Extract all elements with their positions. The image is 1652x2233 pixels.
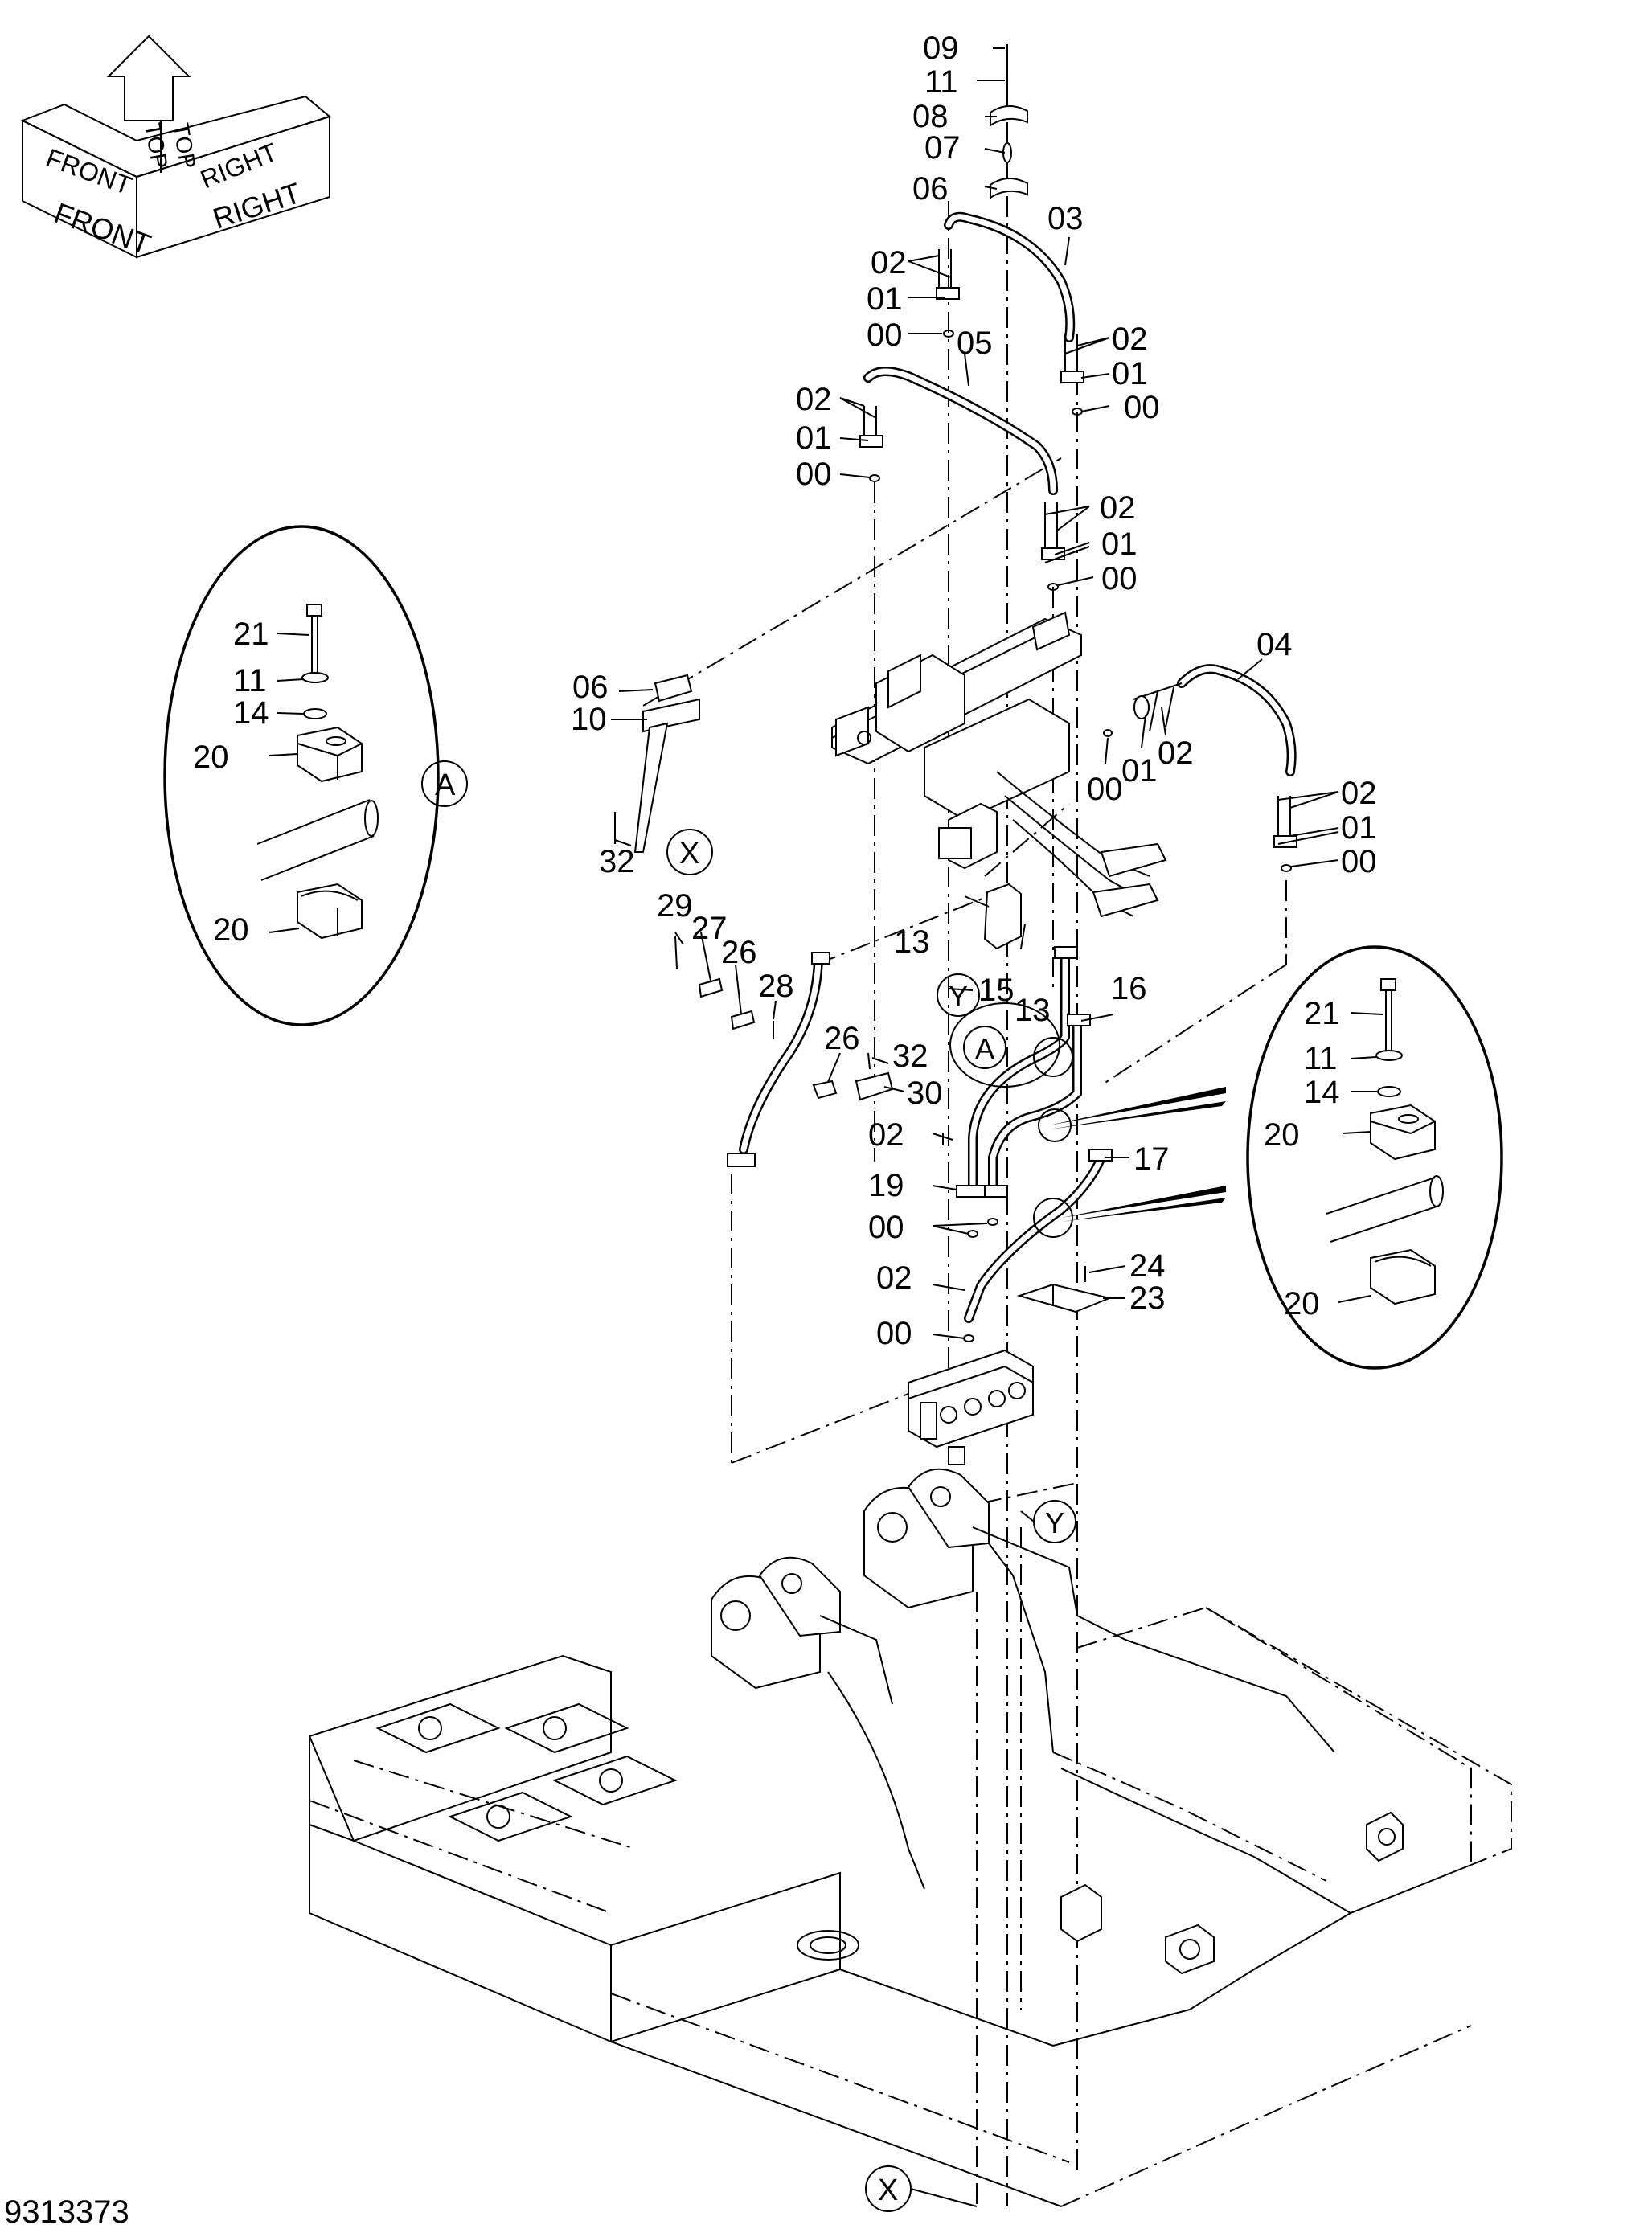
top-hoses	[839, 44, 1110, 591]
label-02-h: 02	[876, 1260, 912, 1296]
label-17: 17	[1133, 1141, 1170, 1177]
label-detail-a-20-upper: 20	[193, 740, 229, 775]
label-00-d: 00	[1101, 561, 1138, 596]
flange-set-c	[859, 406, 883, 482]
bracket-23-24	[932, 1265, 1126, 1342]
tube-assembly: Y A	[932, 883, 1129, 1323]
label-06-top: 06	[912, 171, 949, 207]
label-02-c: 02	[796, 382, 832, 417]
label-detail-a-21: 21	[233, 617, 269, 652]
orientation-front-mirror: FRONT	[43, 143, 136, 201]
label-01-d: 01	[1101, 526, 1138, 562]
label-15: 15	[978, 973, 1015, 1008]
label-08: 08	[912, 99, 949, 134]
label-10: 10	[571, 702, 607, 737]
callout-x-top: X	[679, 837, 699, 871]
label-detail-right-21: 21	[1304, 996, 1340, 1031]
detail-right-clamp: 21 11 14 20 20	[1049, 945, 1503, 1370]
callout-a-main: A	[975, 1032, 994, 1065]
control-valve	[908, 1349, 1034, 1465]
label-01-b: 01	[1112, 356, 1148, 391]
flange-set-b	[1060, 334, 1084, 416]
label-13-a: 13	[894, 924, 930, 960]
label-00-g: 00	[868, 1210, 904, 1245]
part-labels: 09 11 08 07 06 03 02 01 00 05 02 01 00 0…	[571, 31, 1377, 1351]
label-01-a: 01	[867, 281, 903, 317]
label-detail-right-20-lower: 20	[1284, 1286, 1320, 1321]
label-04: 04	[1256, 627, 1293, 662]
label-29: 29	[657, 888, 693, 924]
swivel-valve-assembly	[831, 611, 1339, 918]
label-detail-right-20-upper: 20	[1264, 1117, 1300, 1153]
callout-y-left: Y	[949, 980, 968, 1013]
label-01-c: 01	[796, 420, 832, 456]
callout-a-detail: A	[435, 768, 456, 802]
label-05: 05	[957, 326, 993, 361]
label-02-d: 02	[1100, 490, 1136, 526]
drawing-number: 9313373	[4, 2194, 129, 2229]
label-00-f: 00	[1341, 844, 1377, 879]
detail-a-clamp: 21 11 14 20 20 A	[163, 525, 468, 1026]
label-24: 24	[1129, 1248, 1166, 1284]
label-09: 09	[923, 31, 959, 66]
label-detail-right-14: 14	[1304, 1075, 1340, 1110]
left-hose-assembly	[674, 932, 905, 1167]
flange-set-d	[1041, 502, 1065, 591]
label-00-e: 00	[1087, 772, 1123, 807]
label-32-a: 32	[599, 844, 635, 879]
callout-x-bottom: X	[878, 2174, 898, 2207]
assembly-center-lines	[642, 48, 1287, 2206]
label-06-mid: 06	[572, 670, 609, 705]
label-02-g: 02	[868, 1117, 904, 1153]
label-07: 07	[924, 130, 961, 166]
label-26-a: 26	[721, 935, 757, 970]
label-02-a: 02	[871, 245, 907, 281]
label-27: 27	[691, 911, 728, 946]
bracket-assembly: X	[611, 674, 713, 875]
label-16: 16	[1111, 971, 1147, 1006]
label-03: 03	[1047, 201, 1084, 236]
orientation-front: FRONT	[50, 196, 155, 261]
label-01-e: 01	[1121, 753, 1158, 789]
orientation-top: TOP	[140, 121, 172, 171]
orientation-top-mirror: TOP	[168, 121, 200, 171]
label-00-h: 00	[876, 1316, 912, 1351]
label-00-c: 00	[796, 457, 832, 492]
label-01-f: 01	[1341, 810, 1377, 846]
flange-set-a	[936, 249, 960, 338]
orientation-icon: FRONT FRONT TOP TOP RIGHT RIGHT	[20, 35, 332, 261]
label-02-e: 02	[1158, 735, 1194, 771]
label-32-b: 32	[892, 1039, 928, 1074]
label-19: 19	[868, 1168, 904, 1203]
label-30: 30	[907, 1076, 943, 1111]
label-detail-right-11: 11	[1304, 1041, 1338, 1076]
label-23: 23	[1129, 1280, 1166, 1316]
label-11-top: 11	[924, 64, 958, 100]
label-detail-a-14: 14	[233, 695, 269, 731]
label-02-b: 02	[1112, 322, 1148, 357]
label-detail-a-20-lower: 20	[213, 912, 249, 948]
callout-y-right: Y	[1045, 1506, 1064, 1539]
upperstructure-frame: Y X	[309, 1468, 1512, 2212]
label-28: 28	[758, 969, 794, 1004]
label-26-b: 26	[824, 1021, 860, 1056]
label-02-f: 02	[1341, 776, 1377, 811]
label-13-b: 13	[1015, 993, 1051, 1028]
label-00-a: 00	[867, 318, 903, 353]
label-00-b: 00	[1124, 390, 1160, 425]
label-detail-a-11: 11	[233, 663, 267, 699]
